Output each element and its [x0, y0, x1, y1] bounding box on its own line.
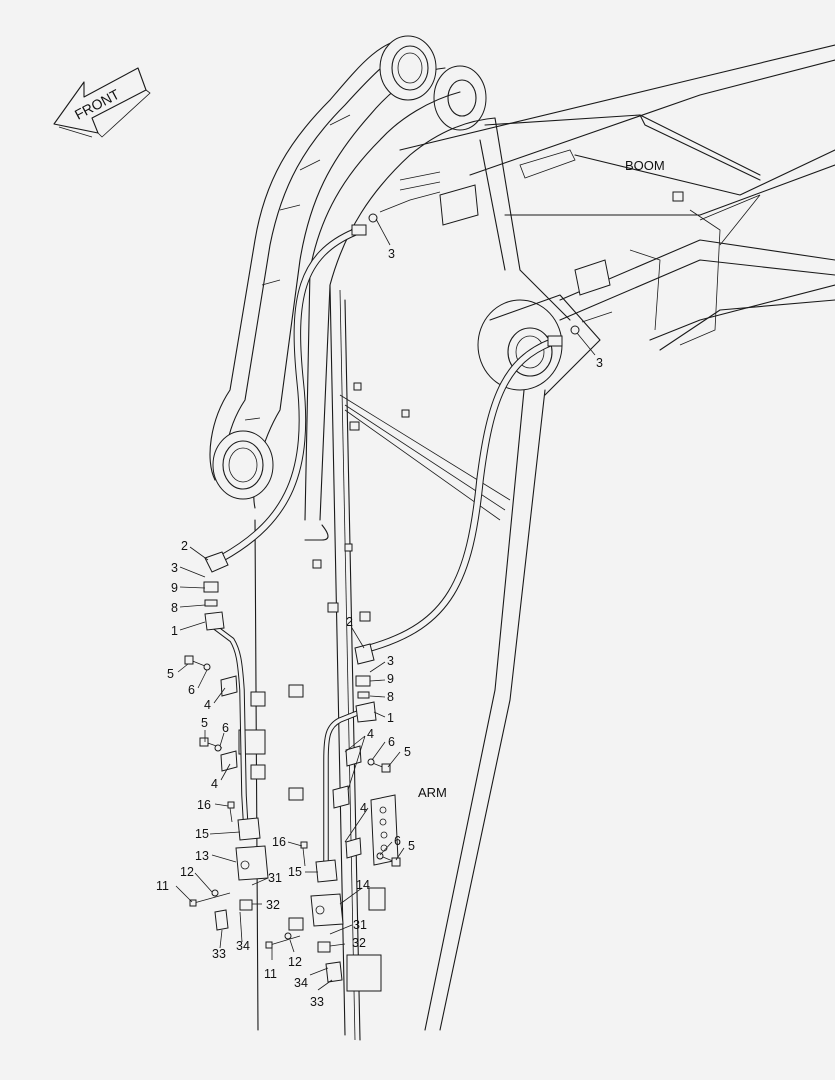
hose-right [366, 338, 556, 652]
boom-fittings [351, 191, 613, 347]
callout-1-left: 1 [171, 624, 178, 638]
callout-5-right-1: 5 [404, 745, 411, 759]
callout-3-right: 3 [596, 356, 603, 370]
callout-32-left: 32 [266, 898, 280, 912]
callout-15-left: 15 [195, 827, 209, 841]
callout-9-right: 9 [387, 672, 394, 686]
callout-15-right: 15 [288, 865, 302, 879]
callout-4-right-1: 4 [367, 727, 374, 741]
callout-8-left: 8 [171, 601, 178, 615]
callout-33-left: 33 [212, 947, 226, 961]
callout-11-right: 11 [264, 967, 277, 981]
callout-16-right: 16 [272, 835, 286, 849]
callout-4-right-2: 4 [360, 801, 367, 815]
callout-4-left-2: 4 [211, 777, 218, 791]
callout-32-right: 32 [352, 936, 366, 950]
callout-6-left-1: 6 [188, 683, 195, 697]
callout-9-left: 9 [171, 581, 178, 595]
callout-5-left-1: 5 [167, 667, 174, 681]
front-label: FRONT [72, 86, 122, 123]
callout-31-left: 31 [268, 871, 282, 885]
arm-label: ARM [418, 785, 447, 800]
pipe-right [265, 643, 401, 983]
front-arrow-icon [53, 67, 151, 138]
callout-6-left-2: 6 [222, 721, 229, 735]
arm-structure [209, 35, 611, 1041]
callout-16-left: 16 [197, 798, 211, 812]
callout-14: 14 [356, 878, 370, 892]
callout-34-left: 34 [236, 939, 250, 953]
hose-left [218, 228, 359, 562]
callout-4-left-1: 4 [204, 698, 211, 712]
callout-13: 13 [195, 849, 209, 863]
leader-lines [175, 218, 596, 991]
callout-31-right: 31 [353, 918, 367, 932]
callout-12-right: 12 [288, 955, 302, 969]
callout-12-left: 12 [180, 865, 194, 879]
callout-labels: 3 3 2 3 9 8 1 5 6 4 5 6 4 16 15 13 12 11… [156, 247, 603, 1009]
callout-6-right-2: 6 [394, 834, 401, 848]
callout-2-right: 2 [346, 615, 353, 629]
callout-8-right: 8 [387, 690, 394, 704]
callout-11-left: 11 [156, 879, 169, 893]
boom-label: BOOM [625, 158, 665, 173]
callout-3-left: 3 [171, 561, 178, 575]
callout-3-top: 3 [388, 247, 395, 261]
callout-5-right-2: 5 [408, 839, 415, 853]
callout-33-right: 33 [310, 995, 324, 1009]
callout-3-right-pipe: 3 [387, 654, 394, 668]
callout-6-right-1: 6 [388, 735, 395, 749]
callout-1-right: 1 [387, 711, 394, 725]
pipe-left [184, 551, 269, 931]
callout-5-left-2: 5 [201, 716, 208, 730]
callout-34-right: 34 [294, 976, 308, 990]
callout-2-left: 2 [181, 539, 188, 553]
